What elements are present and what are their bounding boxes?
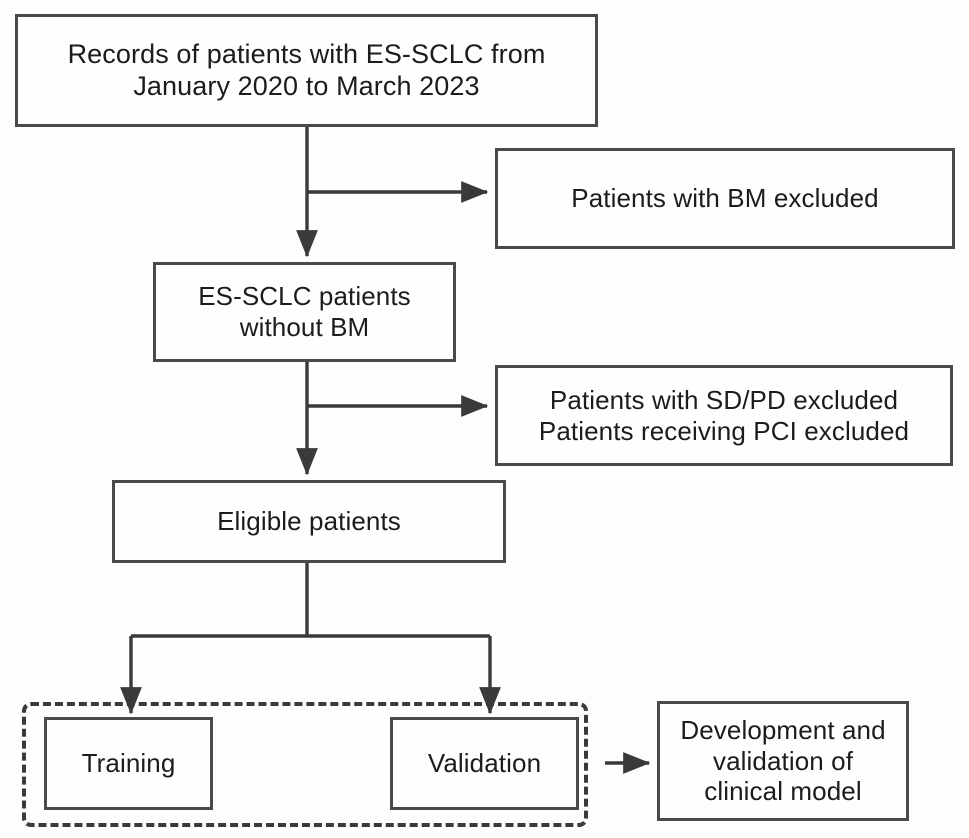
node-records-of-patients[interactable]: Records of patients with ES-SCLC from Ja…: [15, 14, 598, 127]
node-essclc-without-bm-label: ES-SCLC patients without BM: [198, 281, 411, 342]
node-bm-excluded-label: Patients with BM excluded: [571, 183, 879, 214]
node-patients-with-bm-excluded[interactable]: Patients with BM excluded: [495, 148, 955, 249]
node-eligible-patients[interactable]: Eligible patients: [112, 480, 506, 563]
node-eligible-label: Eligible patients: [217, 506, 401, 537]
node-essclc-patients-without-bm[interactable]: ES-SCLC patients without BM: [153, 262, 456, 362]
node-records-label: Records of patients with ES-SCLC from Ja…: [67, 38, 546, 101]
node-clinical-model-label: Development and validation of clinical m…: [680, 714, 886, 807]
node-training-label: Training: [81, 748, 176, 779]
dashed-cohort-group: [22, 702, 588, 827]
edge-eligible-split-bus: [131, 563, 490, 638]
node-sdpd-pci-excluded[interactable]: Patients with SD/PD excluded Patients re…: [495, 365, 953, 466]
node-validation-cohort[interactable]: Validation: [390, 717, 579, 810]
node-validation-label: Validation: [427, 748, 542, 779]
node-sdpd-pci-excluded-label: Patients with SD/PD excluded Patients re…: [538, 384, 910, 446]
node-training-cohort[interactable]: Training: [44, 717, 213, 810]
node-clinical-model-development[interactable]: Development and validation of clinical m…: [657, 701, 909, 821]
